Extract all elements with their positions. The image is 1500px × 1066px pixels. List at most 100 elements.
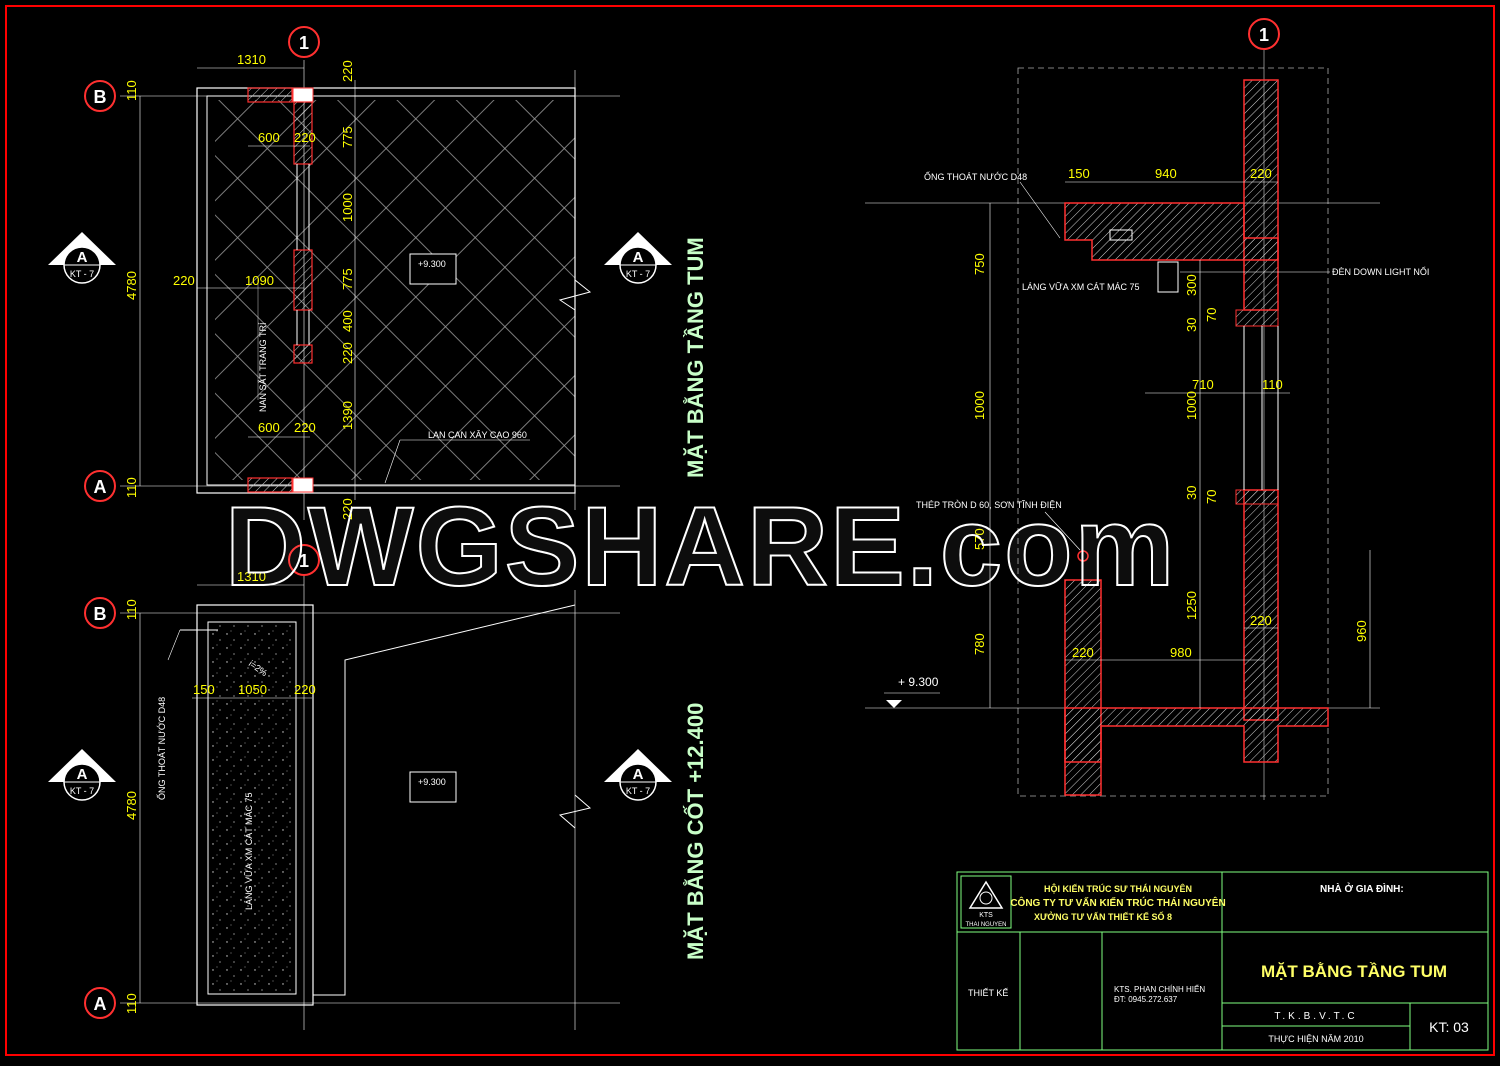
svg-text:KT - 7: KT - 7 (70, 786, 94, 796)
note-drain-bottom: ỐNG THOÁT NƯỚC D48 (156, 697, 167, 800)
dim-600-bottom: 600 (258, 420, 280, 435)
svg-text:KT - 7: KT - 7 (70, 269, 94, 279)
dim-600-top: 600 (258, 130, 280, 145)
grid-1-top: 1 (288, 26, 320, 58)
note-drain-section: ỐNG THOÁT NƯỚC D48 (924, 171, 1027, 182)
dim-sec-1000-left: 1000 (972, 391, 987, 420)
dim-sec-70-b: 70 (1204, 490, 1219, 504)
dim-r1000: 1000 (340, 193, 355, 222)
dim-top-width: 1310 (237, 52, 266, 67)
dim-r775-b: 775 (340, 268, 355, 290)
dim-sec-150: 150 (1068, 166, 1090, 181)
dim-220-left: 220 (173, 273, 195, 288)
org-line3: XƯỞNG TƯ VẤN THIẾT KẾ SỐ 8 (1034, 911, 1172, 922)
dim-r220-top: 220 (340, 60, 355, 82)
dim-110-top-bottom: 110 (124, 599, 139, 620)
svg-text:A: A (77, 249, 88, 266)
svg-text:A: A (77, 766, 88, 783)
dim-150: 150 (193, 682, 215, 697)
org-line2: CÔNG TY TƯ VẤN KIẾN TRÚC THÁI NGUYÊN (1010, 896, 1225, 909)
svg-text:KTS: KTS (979, 912, 993, 919)
dim-sec-70-a: 70 (1204, 308, 1219, 322)
dim-left-110-top: 110 (124, 80, 139, 101)
svg-text:1: 1 (299, 551, 309, 571)
role-label: THIẾT KẾ (968, 988, 1008, 998)
dim-top-width-bottom: 1310 (237, 569, 266, 584)
svg-text:1: 1 (1259, 25, 1269, 45)
note-screed-bottom: LÁNG VỮA XM CÁT MÁC 75 (244, 792, 254, 910)
title-plan-top: MẶT BẰNG TẦNG TUM (683, 237, 708, 478)
level-section: + 9.300 (898, 675, 939, 689)
dim-220-top: 220 (294, 130, 316, 145)
dim-220-bottom-plan: 220 (294, 682, 316, 697)
grid-1-section: 1 (1248, 18, 1280, 50)
title-plan-bottom: MẶT BẰNG CỐT +12.400 (682, 703, 708, 960)
grid-a-top: A (84, 470, 116, 502)
section-marker-left-bottom: A KT - 7 (48, 749, 116, 801)
drawing-title: MẶT BẰNG TẦNG TUM (1261, 962, 1447, 981)
note-downlight: ĐÈN DOWN LIGHT NỔI (1332, 266, 1429, 277)
project-label: NHÀ Ở GIA ĐÌNH: (1320, 882, 1404, 895)
level-top-plan: +9.300 (418, 259, 446, 269)
dim-sec-750: 750 (972, 253, 987, 275)
dim-sec-220-bottom: 220 (1072, 645, 1094, 660)
grid-bubbles: 1 1 1 B A B A (84, 18, 1280, 1019)
dim-r1390: 1390 (340, 401, 355, 430)
dim-sec-110: 110 (1262, 377, 1283, 392)
plan-bottom: 1310 4780 110 110 150 1050 220 +9.300 i=… (120, 569, 708, 1030)
title-block: KTS THAI NGUYEN HỘI KIẾN TRÚC SƯ THÁI NG… (956, 871, 1489, 1051)
plan-top: 1310 4780 110 110 220 775 1000 775 400 2… (120, 52, 708, 520)
dim-sec-1250: 1250 (1184, 591, 1199, 620)
section-marker-right-top: A KT - 7 (604, 232, 672, 284)
dim-r220-mid: 220 (340, 342, 355, 364)
dim-sec-220-right: 220 (1250, 613, 1272, 628)
svg-text:A: A (633, 249, 644, 266)
svg-text:KT - 7: KT - 7 (626, 786, 650, 796)
dim-sec-780: 780 (972, 633, 987, 655)
watermark: DWGSHARE.com (225, 484, 1176, 609)
note-decor-bars: NAN SẮT TRANG TRÍ (258, 322, 268, 412)
dim-sec-300: 300 (1184, 274, 1199, 296)
sheet-number: KT: 03 (1429, 1019, 1469, 1035)
design-stage: T.K.B.V.T.C (1274, 1011, 1357, 1022)
svg-text:A: A (633, 766, 644, 783)
svg-text:1: 1 (299, 33, 309, 53)
note-screed-section: LÁNG VỮA XM CÁT MÁC 75 (1022, 282, 1140, 292)
dim-sec-30-b: 30 (1184, 486, 1199, 500)
dim-sec-30-a: 30 (1184, 318, 1199, 332)
dim-110-bottom-bottom: 110 (124, 993, 139, 1014)
dim-r400: 400 (340, 310, 355, 332)
svg-text:B: B (94, 87, 107, 107)
dim-sec-570: 570 (972, 528, 987, 550)
grid-a-bottom: A (84, 987, 116, 1019)
svg-text:A: A (94, 477, 107, 497)
dim-r220-bottom: 220 (340, 498, 355, 520)
designer-name: KTS. PHAN CHÍNH HIỂN (1114, 985, 1205, 994)
svg-text:THAI NGUYEN: THAI NGUYEN (965, 922, 1006, 928)
dim-1050: 1050 (238, 682, 267, 697)
dim-sec-710: 710 (1192, 377, 1214, 392)
section-marker-left-top: A KT - 7 (48, 232, 116, 284)
dim-sec-1000-mid: 1000 (1184, 391, 1199, 420)
section-marker-right-bottom: A KT - 7 (604, 749, 672, 801)
grid-b-top: B (84, 80, 116, 112)
dim-sec-960: 960 (1354, 620, 1369, 642)
svg-text:B: B (94, 604, 107, 624)
dim-1090: 1090 (245, 273, 274, 288)
note-steel-rail: THÉP TRÒN D 60, SƠN TĨNH ĐIỆN (916, 500, 1062, 510)
dim-sec-980: 980 (1170, 645, 1192, 660)
section-markers: A KT - 7 A KT - 7 A KT - 7 A KT - 7 (48, 232, 672, 801)
dim-r775-a: 775 (340, 126, 355, 148)
dim-sec-940: 940 (1155, 166, 1177, 181)
designer-phone: ĐT: 0945.272.637 (1114, 995, 1178, 1004)
sheet-frame (5, 5, 1495, 1056)
level-bottom-plan: +9.300 (418, 777, 446, 787)
svg-text:A: A (94, 994, 107, 1014)
note-railing: LAN CAN XÂY CAO 960 (428, 430, 527, 440)
company-logo: KTS THAI NGUYEN (960, 875, 1012, 929)
dim-sec-220-top: 220 (1250, 166, 1272, 181)
dim-left-110-bottom: 110 (124, 477, 139, 498)
year-label: THỰC HIỆN NĂM 2010 (1268, 1034, 1363, 1044)
